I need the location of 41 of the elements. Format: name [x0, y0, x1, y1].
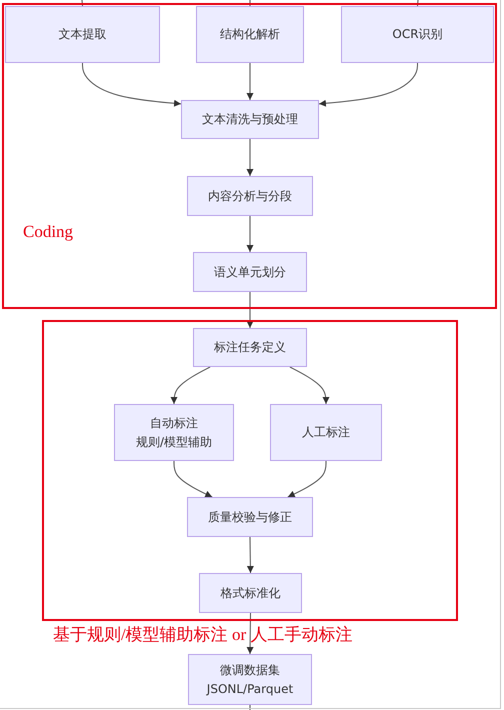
arrow	[170, 366, 211, 404]
arrow	[246, 216, 254, 252]
node-label: 质量校验与修正	[208, 508, 292, 526]
process-box	[187, 497, 313, 537]
arrow	[82, 62, 182, 107]
annotation-label: Coding	[23, 222, 74, 242]
process-box	[5, 6, 160, 63]
arrow	[246, 138, 254, 176]
arrow	[246, 292, 254, 328]
process-box	[196, 6, 304, 63]
highlight-frame	[2, 3, 497, 309]
process-box	[193, 252, 307, 292]
node-label: 结构化解析	[220, 26, 280, 43]
arrow	[174, 460, 213, 498]
annotation-label: 基于规则/模型辅助标注 or 人工手动标注	[53, 625, 352, 645]
process-box	[114, 404, 234, 461]
node-label: 内容分析与分段	[208, 188, 292, 204]
arrow	[287, 460, 326, 498]
node-subtitle: JSONL/Parquet	[206, 680, 294, 698]
process-box	[193, 328, 307, 367]
node-label: 语义单元划分	[214, 264, 286, 280]
process-box	[270, 404, 382, 461]
node-title: 自动标注	[150, 414, 198, 432]
node-title: 微调数据集	[220, 662, 280, 678]
node-subtitle: 规则/模型辅助	[136, 434, 212, 450]
node-label: 标注任务定义	[214, 339, 286, 356]
process-box	[188, 654, 312, 705]
arrow	[246, 536, 254, 574]
arrow	[246, 62, 254, 100]
node-label: 文本提取	[58, 26, 106, 43]
arrow	[289, 366, 330, 404]
arrow	[246, 612, 254, 654]
node-label: OCR识别	[392, 26, 443, 43]
node-label: 文本清洗与预处理	[202, 111, 298, 128]
process-box	[199, 573, 302, 613]
process-box	[341, 6, 494, 63]
node-label: 格式标准化	[220, 584, 280, 602]
process-box	[181, 100, 319, 139]
process-box	[187, 176, 313, 216]
node-label: 人工标注	[302, 424, 350, 441]
arrow	[318, 62, 418, 107]
